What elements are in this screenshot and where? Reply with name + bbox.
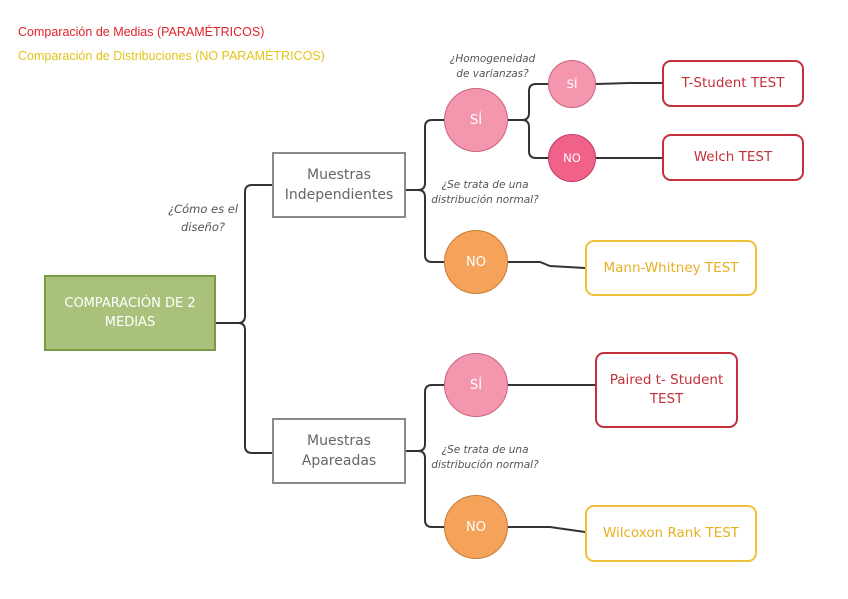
question-homogeneity: ¿Homogeneidad de varianzas?: [445, 52, 540, 82]
bracket-design: [237, 184, 273, 454]
root-node: COMPARACIÓN DE 2 MEDIAS: [44, 275, 216, 351]
legend-parametric: Comparación de Medias (PARAMÉTRICOS): [18, 25, 265, 39]
question-normal-paired: ¿Se trata de una distribución normal?: [430, 443, 540, 473]
node-independent-samples: Muestras Independientes: [272, 152, 406, 218]
test-welch: Welch TEST: [662, 134, 804, 181]
paired-normal-yes: SÍ: [444, 353, 508, 417]
test-wilcoxon: Wilcoxon Rank TEST: [585, 505, 757, 562]
independent-normal-yes: SÍ: [444, 88, 508, 152]
link-wilcoxon: [507, 526, 586, 533]
question-normal-independent: ¿Se trata de una distribución normal?: [430, 178, 540, 208]
test-mann-whitney: Mann-Whitney TEST: [585, 240, 757, 296]
node-paired-samples: Muestras Apareadas: [272, 418, 406, 484]
bracket-paired: [417, 384, 445, 528]
homogeneity-yes: SÍ: [548, 60, 596, 108]
test-t-student: T-Student TEST: [662, 60, 804, 107]
legend-nonparametric: Comparación de Distribuciones (NO PARAMÉ…: [18, 49, 325, 63]
question-design: ¿Cómo es el diseño?: [163, 200, 243, 236]
independent-normal-no: NO: [444, 230, 508, 294]
homogeneity-no: NO: [548, 134, 596, 182]
link-mann: [507, 261, 586, 269]
bracket-homog: [521, 83, 549, 159]
link-t-student: [595, 82, 663, 85]
test-paired-t-student: Paired t- Student TEST: [595, 352, 738, 428]
bracket-independent: [417, 119, 445, 263]
paired-normal-no: NO: [444, 495, 508, 559]
